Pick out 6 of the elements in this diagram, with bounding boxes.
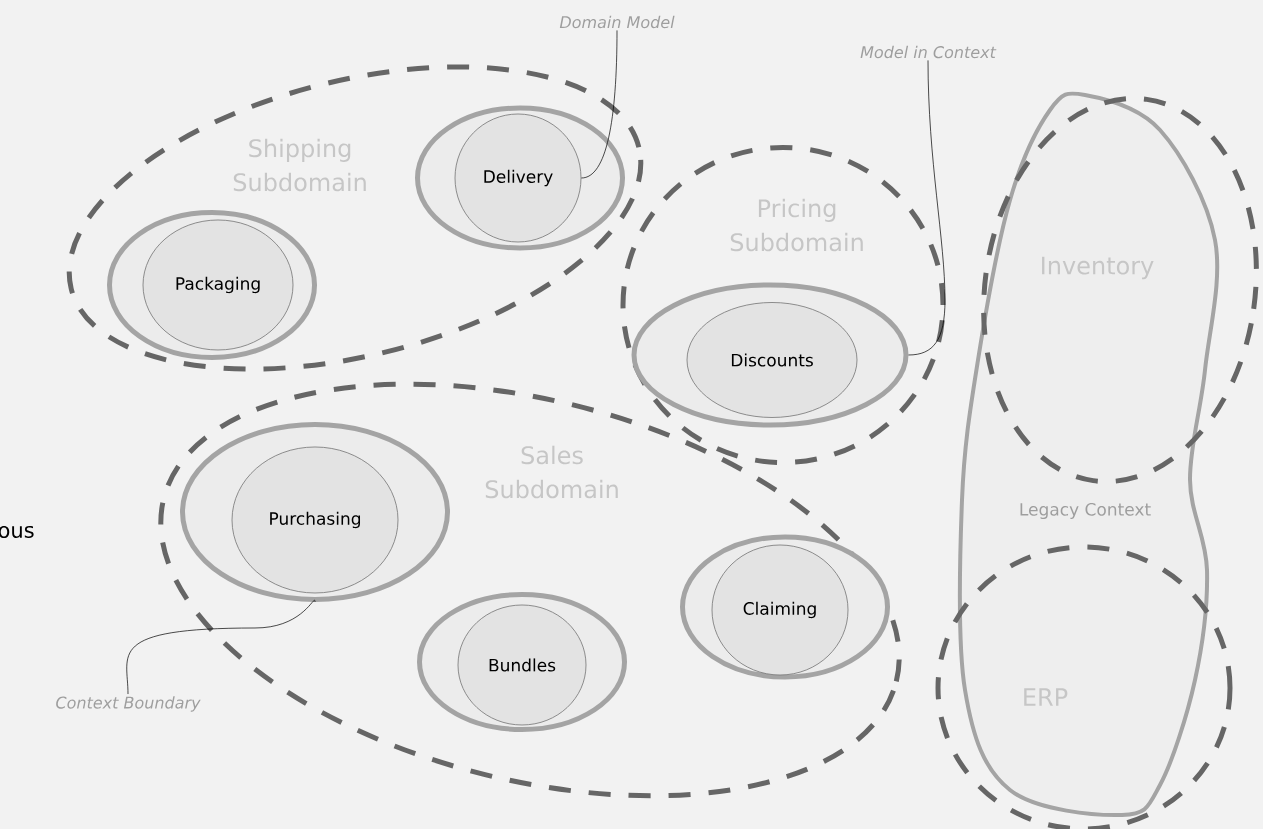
leader-line: [126, 600, 316, 695]
leader-text: Context Boundary: [56, 696, 201, 712]
leader-text: Domain Model: [559, 15, 675, 29]
leader-line: [581, 30, 618, 179]
leader-text: Model in Context: [860, 45, 997, 59]
leader-line: [908, 60, 946, 356]
